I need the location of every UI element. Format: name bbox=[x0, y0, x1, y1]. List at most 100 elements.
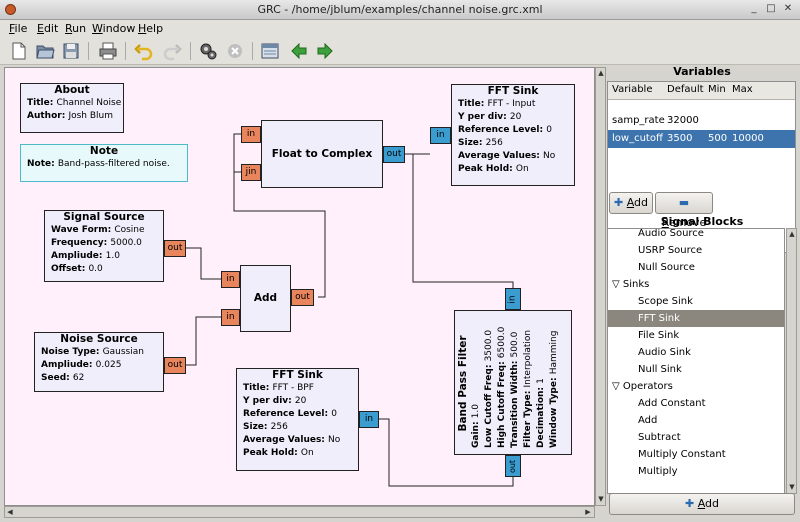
tree-item[interactable]: Audio Source bbox=[638, 228, 704, 239]
param-row: Gain: 1.0 bbox=[471, 403, 481, 448]
maximize-icon[interactable]: □ bbox=[766, 3, 776, 14]
block-band-pass-filter[interactable]: Band Pass Filter Gain: 1.0 Low Cutoff Fr… bbox=[454, 310, 572, 455]
tree-item[interactable]: Add bbox=[638, 415, 658, 426]
port-bpf-out[interactable]: out bbox=[505, 455, 521, 477]
param-row: Low Cutoff Freq: 3500.0 bbox=[484, 329, 494, 448]
column-max[interactable]: Max bbox=[732, 84, 753, 95]
tree-category-operators[interactable]: ▽ Operators bbox=[612, 381, 673, 392]
toolbar-separator bbox=[190, 42, 191, 60]
port-add-out[interactable]: out bbox=[291, 289, 314, 306]
block-title: Note bbox=[89, 145, 119, 157]
port-float-in[interactable]: in bbox=[241, 126, 261, 143]
tree-item[interactable]: File Sink bbox=[638, 330, 680, 341]
window-titlebar[interactable]: GRC - /home/jblum/examples/channel noise… bbox=[0, 0, 800, 20]
port-float-out[interactable]: out bbox=[383, 146, 405, 163]
add-block-button[interactable]: ✚ Add bbox=[609, 493, 795, 515]
block-note[interactable]: Note Note: Band-pass-filtered noise. bbox=[20, 144, 188, 182]
redo-icon[interactable] bbox=[162, 41, 182, 61]
tree-item[interactable]: Null Sink bbox=[638, 364, 682, 375]
port-add-in1[interactable]: in bbox=[221, 309, 240, 326]
window-title: GRC - /home/jblum/examples/channel noise… bbox=[257, 3, 543, 16]
block-add[interactable]: Add bbox=[240, 265, 291, 332]
toolbar-separator bbox=[252, 42, 253, 60]
generate-icon[interactable] bbox=[198, 41, 218, 61]
tree-item[interactable]: USRP Source bbox=[638, 245, 703, 256]
scroll-down-icon[interactable]: ▼ bbox=[598, 495, 604, 503]
column-variable[interactable]: Variable bbox=[612, 84, 653, 95]
tree-item[interactable]: Add Constant bbox=[638, 398, 706, 409]
column-default[interactable]: Default bbox=[667, 84, 704, 95]
tree-category-sinks[interactable]: ▽ Sinks bbox=[612, 279, 650, 290]
open-icon[interactable] bbox=[35, 41, 55, 61]
menu-help[interactable]: Help bbox=[138, 22, 164, 35]
tree-item[interactable]: Audio Sink bbox=[638, 347, 691, 358]
param-row: Average Values: No bbox=[458, 151, 556, 161]
tree-item[interactable]: Scope Sink bbox=[638, 296, 693, 307]
bpf-content: Band Pass Filter Gain: 1.0 Low Cutoff Fr… bbox=[457, 313, 571, 454]
variable-row[interactable]: samp_rate 32000 bbox=[612, 115, 699, 126]
expander-icon[interactable]: ▽ bbox=[612, 381, 623, 392]
print-icon[interactable] bbox=[98, 41, 118, 61]
block-noise-source[interactable]: Noise Source Noise Type: Gaussian Ampliu… bbox=[34, 332, 164, 392]
param-row: High Cutoff Freq: 6500.0 bbox=[497, 326, 507, 448]
canvas-vertical-scrollbar[interactable]: ▲ ▼ bbox=[595, 67, 606, 506]
scroll-up-icon[interactable]: ▲ bbox=[789, 230, 795, 238]
tree-item[interactable]: Multiply Constant bbox=[638, 449, 726, 460]
remove-variable-button[interactable]: ▬ Remove bbox=[655, 192, 713, 229]
canvas-horizontal-scrollbar[interactable]: ◀ ▶ bbox=[4, 506, 595, 518]
close-icon[interactable]: ✕ bbox=[783, 3, 793, 14]
scroll-down-icon[interactable]: ▼ bbox=[789, 483, 795, 491]
block-signal-source[interactable]: Signal Source Wave Form: Cosine Frequenc… bbox=[44, 210, 164, 282]
wire-bpf-to-fft2 bbox=[379, 418, 514, 487]
scroll-up-icon[interactable]: ▲ bbox=[598, 69, 604, 77]
port-float-jin[interactable]: jin bbox=[241, 164, 261, 181]
variables-table[interactable]: Variable Default Min Max samp_rate 32000… bbox=[607, 81, 796, 253]
port-noise-out[interactable]: out bbox=[164, 357, 186, 374]
variables-header: Variable Default Min Max bbox=[608, 82, 795, 100]
stop-icon[interactable] bbox=[225, 41, 245, 61]
connections bbox=[186, 133, 514, 487]
minimize-icon[interactable]: _ bbox=[751, 3, 757, 14]
tree-item[interactable]: Null Source bbox=[638, 262, 695, 273]
undo-icon[interactable] bbox=[134, 41, 154, 61]
new-icon[interactable] bbox=[9, 41, 29, 61]
variables-title: Variables bbox=[673, 65, 731, 78]
save-icon[interactable] bbox=[61, 41, 81, 61]
tree-item-selected[interactable]: FFT Sink bbox=[608, 310, 784, 327]
menu-file[interactable]: File bbox=[9, 22, 28, 35]
param-row: Reference Level: 0 bbox=[458, 125, 552, 135]
param-row: Title: Channel Noise bbox=[27, 98, 122, 108]
signal-blocks-scrollbar[interactable]: ▲ ▼ bbox=[786, 228, 797, 494]
scroll-right-icon[interactable]: ▶ bbox=[585, 508, 591, 516]
menu-window[interactable]: Window bbox=[92, 22, 136, 35]
port-fft1-in[interactable]: in bbox=[430, 127, 451, 144]
menu-run[interactable]: Run bbox=[65, 22, 87, 35]
param-row: Offset: 0.0 bbox=[51, 264, 103, 274]
port-signal-out[interactable]: out bbox=[164, 240, 186, 257]
add-variable-button[interactable]: ✚ Add bbox=[609, 192, 653, 214]
variable-row-selected[interactable]: low_cutoff 3500 500 10000 bbox=[608, 130, 795, 148]
tree-item[interactable]: Subtract bbox=[638, 432, 681, 443]
block-float-to-complex[interactable]: Float to Complex bbox=[261, 120, 383, 188]
prev-icon[interactable] bbox=[289, 41, 309, 61]
port-add-in0[interactable]: in bbox=[221, 271, 240, 288]
tree-item[interactable]: Multiply bbox=[638, 466, 678, 477]
block-about[interactable]: About Title: Channel Noise Author: Josh … bbox=[20, 83, 124, 133]
column-min[interactable]: Min bbox=[708, 84, 726, 95]
menu-edit[interactable]: Edit bbox=[37, 22, 59, 35]
param-row: Wave Form: Cosine bbox=[51, 225, 145, 235]
block-title: Float to Complex bbox=[271, 148, 373, 160]
port-bpf-in[interactable]: in bbox=[505, 288, 521, 310]
block-fft-sink-bpf[interactable]: FFT Sink Title: FFT - BPF Y per div: 20 … bbox=[236, 368, 359, 471]
signal-blocks-tree[interactable]: Audio Source USRP Source Null Source ▽ S… bbox=[607, 228, 785, 494]
scroll-left-icon[interactable]: ◀ bbox=[7, 508, 13, 516]
param-row: Seed: 62 bbox=[41, 373, 85, 383]
expander-icon[interactable]: ▽ bbox=[612, 279, 623, 290]
flowgraph-icon[interactable] bbox=[260, 41, 280, 61]
flowgraph-canvas[interactable]: About Title: Channel Noise Author: Josh … bbox=[5, 68, 594, 505]
block-fft-sink-input[interactable]: FFT Sink Title: FFT - Input Y per div: 2… bbox=[451, 84, 575, 186]
next-icon[interactable] bbox=[315, 41, 335, 61]
param-row: Average Values: No bbox=[243, 435, 341, 445]
port-fft2-in[interactable]: in bbox=[359, 411, 379, 428]
wire-noise-to-add bbox=[186, 316, 221, 366]
